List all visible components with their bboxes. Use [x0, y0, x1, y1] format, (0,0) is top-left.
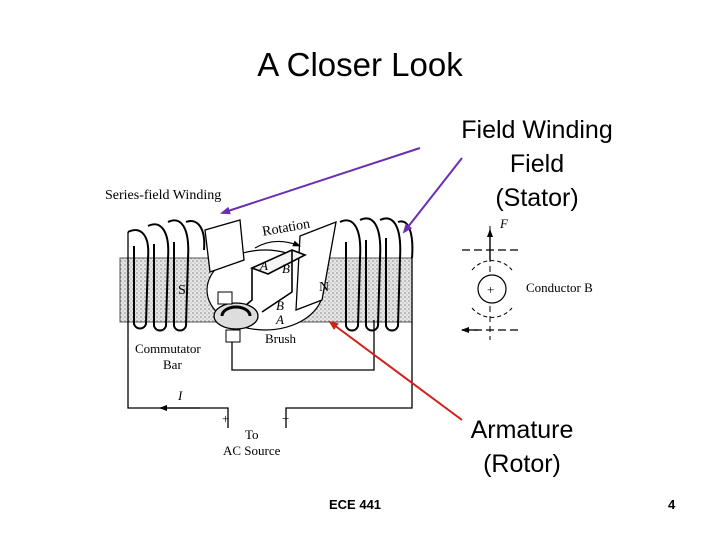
slide-title: A Closer Look: [257, 46, 463, 83]
left-field-coil: [127, 219, 206, 332]
pole-s-label: S: [178, 283, 186, 298]
callout-line: (Rotor): [483, 450, 561, 478]
pole-n-label: N: [319, 280, 329, 295]
minus-terminal-label: −: [282, 411, 289, 426]
callout-line: (Stator): [495, 184, 579, 212]
external-circuit: [127, 232, 413, 428]
conductor-label: Conductor B: [526, 280, 593, 295]
armature-arrow: [328, 320, 463, 421]
plus-terminal-label: +: [222, 411, 229, 426]
footer-course: ECE 441: [329, 497, 382, 512]
force-label: F: [499, 216, 509, 231]
rotation-arrow: [254, 240, 301, 249]
a-mid-label: A: [275, 312, 284, 327]
callout-line: Armature: [470, 416, 574, 444]
conductor-sketch: [461, 226, 522, 340]
callout-line: Field: [509, 150, 565, 178]
commutator: [213, 291, 259, 343]
pole-pieces: [204, 219, 337, 311]
a-top-label: A: [259, 258, 268, 273]
callout-line: Field Winding: [461, 116, 613, 144]
b-mid-label: B: [276, 298, 284, 313]
field-arrow-right: [402, 157, 463, 234]
field-arrow-left: [220, 147, 421, 215]
current-label: I: [177, 388, 183, 403]
footer-page-number: 4: [668, 497, 676, 512]
field-winding-callout: Field Winding Field (Stator): [440, 113, 634, 215]
series-field-winding-label: Series-field Winding: [105, 188, 221, 203]
ac-source-label: AC Source: [223, 443, 281, 458]
b-top-label: B: [282, 261, 290, 276]
right-field-coil: [339, 217, 414, 332]
commutator-label: Commutator: [135, 341, 201, 356]
armature-callout: Armature (Rotor): [452, 413, 592, 481]
bar-label: Bar: [163, 357, 182, 372]
conductor-plus-label: +: [487, 282, 494, 297]
brush-label: Brush: [265, 331, 297, 346]
source-to-label: To: [245, 427, 259, 442]
